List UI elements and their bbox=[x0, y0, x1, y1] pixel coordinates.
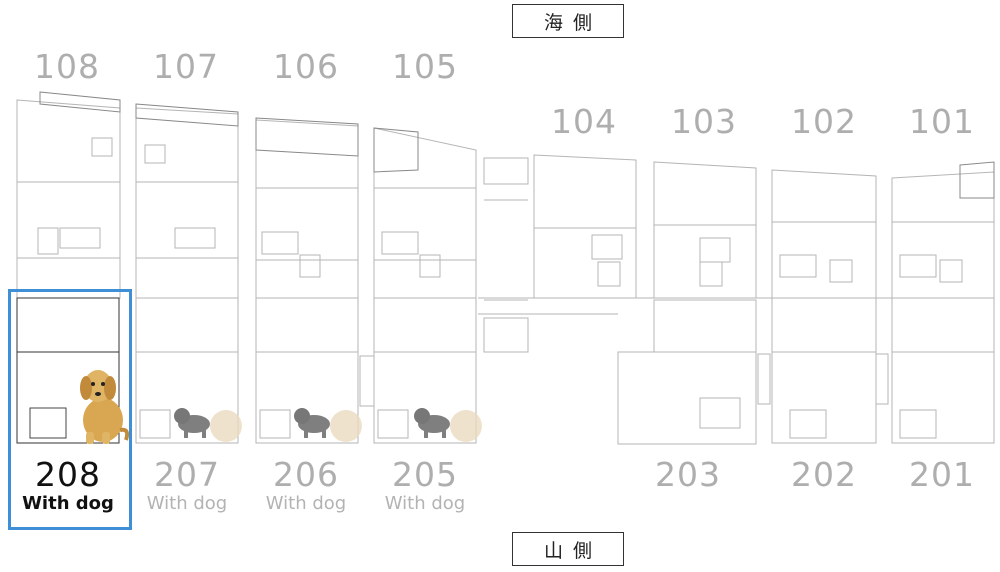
room-207-label: With dog bbox=[146, 493, 228, 514]
sea-side-sign: 海側 bbox=[512, 4, 624, 38]
room-103-number[interactable]: 103 bbox=[671, 102, 737, 141]
unit-plan-107 bbox=[135, 103, 239, 299]
unit-plan-108 bbox=[16, 91, 121, 299]
golden-retriever-icon bbox=[80, 370, 130, 444]
unit-205-select[interactable] bbox=[372, 292, 480, 528]
dachshund-icon bbox=[174, 408, 450, 438]
unit-207-select[interactable] bbox=[134, 292, 242, 528]
unit-plan-201 bbox=[875, 297, 995, 444]
unit-plan-102 bbox=[771, 169, 877, 299]
room-107-number[interactable]: 107 bbox=[153, 47, 219, 86]
room-101-number[interactable]: 101 bbox=[909, 102, 975, 141]
room-105-number[interactable]: 105 bbox=[392, 47, 458, 86]
unit-plan-203 bbox=[617, 299, 757, 445]
room-201-number[interactable]: 201 bbox=[909, 455, 975, 494]
unit-206-select[interactable] bbox=[254, 292, 362, 528]
mountain-side-sign: 山側 bbox=[512, 532, 624, 566]
unit-plan-101 bbox=[891, 161, 995, 299]
room-106-number[interactable]: 106 bbox=[273, 47, 339, 86]
unit-208-select[interactable] bbox=[11, 292, 129, 528]
room-104-number[interactable]: 104 bbox=[551, 102, 617, 141]
room-206-number[interactable]: 206 bbox=[273, 455, 339, 494]
unit-plan-103 bbox=[653, 161, 757, 299]
room-102-number[interactable]: 102 bbox=[791, 102, 857, 141]
unit-plan-205 bbox=[373, 297, 477, 444]
room-202-number[interactable]: 202 bbox=[791, 455, 857, 494]
room-207-number[interactable]: 207 bbox=[154, 455, 220, 494]
unit-plan-104 bbox=[533, 154, 637, 299]
pomeranian-icon bbox=[210, 410, 482, 442]
room-108-number[interactable]: 108 bbox=[34, 47, 100, 86]
unit-plan-106 bbox=[255, 117, 359, 299]
central-stairs bbox=[483, 157, 529, 353]
room-205-number[interactable]: 205 bbox=[392, 455, 458, 494]
room-205-label: With dog bbox=[384, 493, 466, 514]
unit-plan-207 bbox=[135, 297, 239, 444]
room-206-label: With dog bbox=[265, 493, 347, 514]
unit-plan-105 bbox=[373, 127, 477, 299]
room-208-number[interactable]: 208 bbox=[35, 455, 101, 494]
unit-plan-202 bbox=[757, 297, 877, 444]
unit-plan-208 bbox=[16, 297, 120, 444]
room-203-number[interactable]: 203 bbox=[655, 455, 721, 494]
room-208-label: With dog bbox=[22, 493, 114, 514]
